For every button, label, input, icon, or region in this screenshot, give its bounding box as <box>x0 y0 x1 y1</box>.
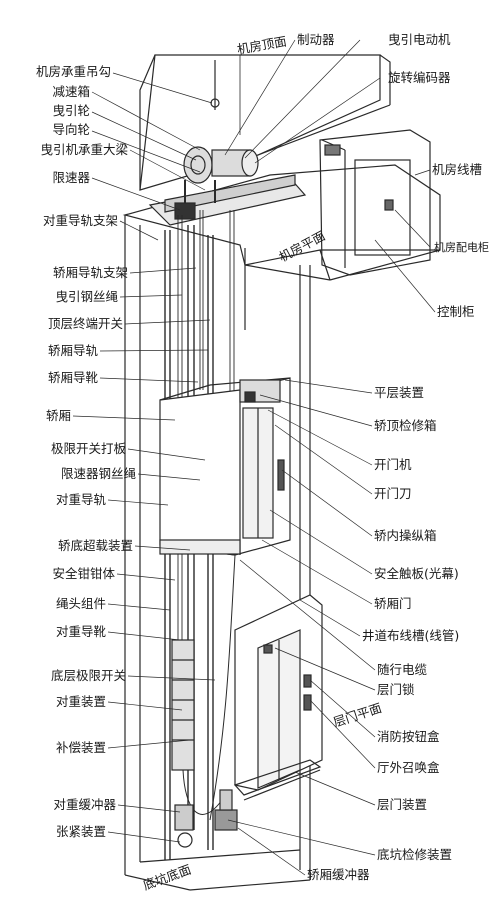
label-traction-sheave: 曳引轮 <box>52 103 90 118</box>
label-safety-edge: 安全触板(光幕) <box>374 566 459 581</box>
label-bottom-limit-switch: 底层极限开关 <box>51 668 126 683</box>
label-machine-room-duct: 机房线槽 <box>432 162 482 177</box>
label-control-cabinet: 控制柜 <box>437 304 475 319</box>
label-deflector-sheave: 导向轮 <box>52 122 90 137</box>
label-car-top-inspection: 轿顶检修箱 <box>374 418 437 433</box>
label-landing-door: 层门装置 <box>377 797 427 812</box>
label-door-operator: 开门机 <box>374 457 412 472</box>
label-overload-device: 轿底超载装置 <box>58 538 133 553</box>
label-counterweight: 对重装置 <box>56 694 106 709</box>
label-machine-room-top: 机房顶面 <box>236 33 288 56</box>
label-compensation: 补偿装置 <box>56 740 106 755</box>
label-rope-hitch: 绳头组件 <box>56 596 106 611</box>
label-fire-button-box: 消防按钮盒 <box>377 729 440 744</box>
buffers <box>174 789 238 848</box>
landing-door-assembly <box>233 594 323 801</box>
label-power-cabinet: 机房配电柜 <box>434 240 489 254</box>
label-car-buffer: 轿厢缓冲器 <box>307 867 370 882</box>
label-landing-door-lock: 层门锁 <box>377 682 415 697</box>
left-labels: 机房承重吊勾 减速箱 曳引轮 导向轮 曳引机承重大梁 限速器 对重导轨支架 轿厢… <box>36 64 136 839</box>
hoistway <box>124 215 311 891</box>
control-cabinet <box>319 129 431 276</box>
label-hoistway-duct: 井道布线槽(线管) <box>362 628 459 643</box>
label-rotary-encoder: 旋转编码器 <box>388 70 451 85</box>
label-pit-floor: 底坑底面 <box>141 862 193 893</box>
label-machine-room-floor: 机房平面 <box>276 228 327 265</box>
machine-room <box>122 54 441 281</box>
label-cw-guide-shoe: 对重导靴 <box>56 624 107 639</box>
label-pit-inspection: 底坑检修装置 <box>377 847 452 862</box>
travelling-cable <box>209 554 236 821</box>
label-car-guide-shoe: 轿厢导靴 <box>48 370 99 385</box>
label-top-terminal-switch: 顶层终端开关 <box>48 316 123 331</box>
leader-lines-right <box>224 39 436 876</box>
label-governor-rope: 限速器钢丝绳 <box>61 466 136 481</box>
leader-lines-left <box>72 72 216 843</box>
label-door-knife: 开门刀 <box>374 486 412 501</box>
label-landing-floor: 层门平面 <box>331 700 383 730</box>
label-hall-call-box: 厅外召唤盒 <box>377 760 440 775</box>
label-car: 轿厢 <box>46 408 71 423</box>
label-cw-guide-rail: 对重导轨 <box>56 492 107 507</box>
label-traction-rope: 曳引钢丝绳 <box>55 289 118 304</box>
label-cw-buffer: 对重缓冲器 <box>53 797 116 812</box>
lifting-hook <box>210 60 220 110</box>
label-leveling-device: 平层装置 <box>374 385 424 400</box>
label-safety-gear: 安全钳钳体 <box>52 566 115 581</box>
label-reduction-gearbox: 减速箱 <box>52 84 90 99</box>
label-car-operating-panel: 轿内操纵箱 <box>374 528 437 543</box>
label-traction-motor: 曳引电动机 <box>388 32 451 47</box>
label-speed-governor: 限速器 <box>52 170 90 185</box>
label-machine-room-hook: 机房承重吊勾 <box>36 64 111 79</box>
label-car-door: 轿厢门 <box>374 596 412 611</box>
elevator-car <box>159 377 291 556</box>
traction-machine <box>148 146 307 226</box>
label-machine-beam: 曳引机承重大梁 <box>40 142 128 157</box>
label-car-rail-bracket: 轿厢导轨支架 <box>53 265 128 280</box>
label-brake: 制动器 <box>297 32 335 47</box>
counterweight <box>171 639 195 771</box>
right-labels: 制动器 曳引电动机 旋转编码器 机房线槽 机房配电柜 控制柜 平层装置 轿顶检修… <box>297 32 489 882</box>
label-tension-device: 张紧装置 <box>56 824 106 839</box>
label-travelling-cable: 随行电缆 <box>377 662 428 677</box>
compensation-chain <box>182 769 223 815</box>
label-limit-switch-cam: 极限开关打板 <box>51 441 127 456</box>
label-cw-rail-bracket: 对重导轨支架 <box>43 213 118 228</box>
label-car-guide-rail: 轿厢导轨 <box>48 343 99 358</box>
